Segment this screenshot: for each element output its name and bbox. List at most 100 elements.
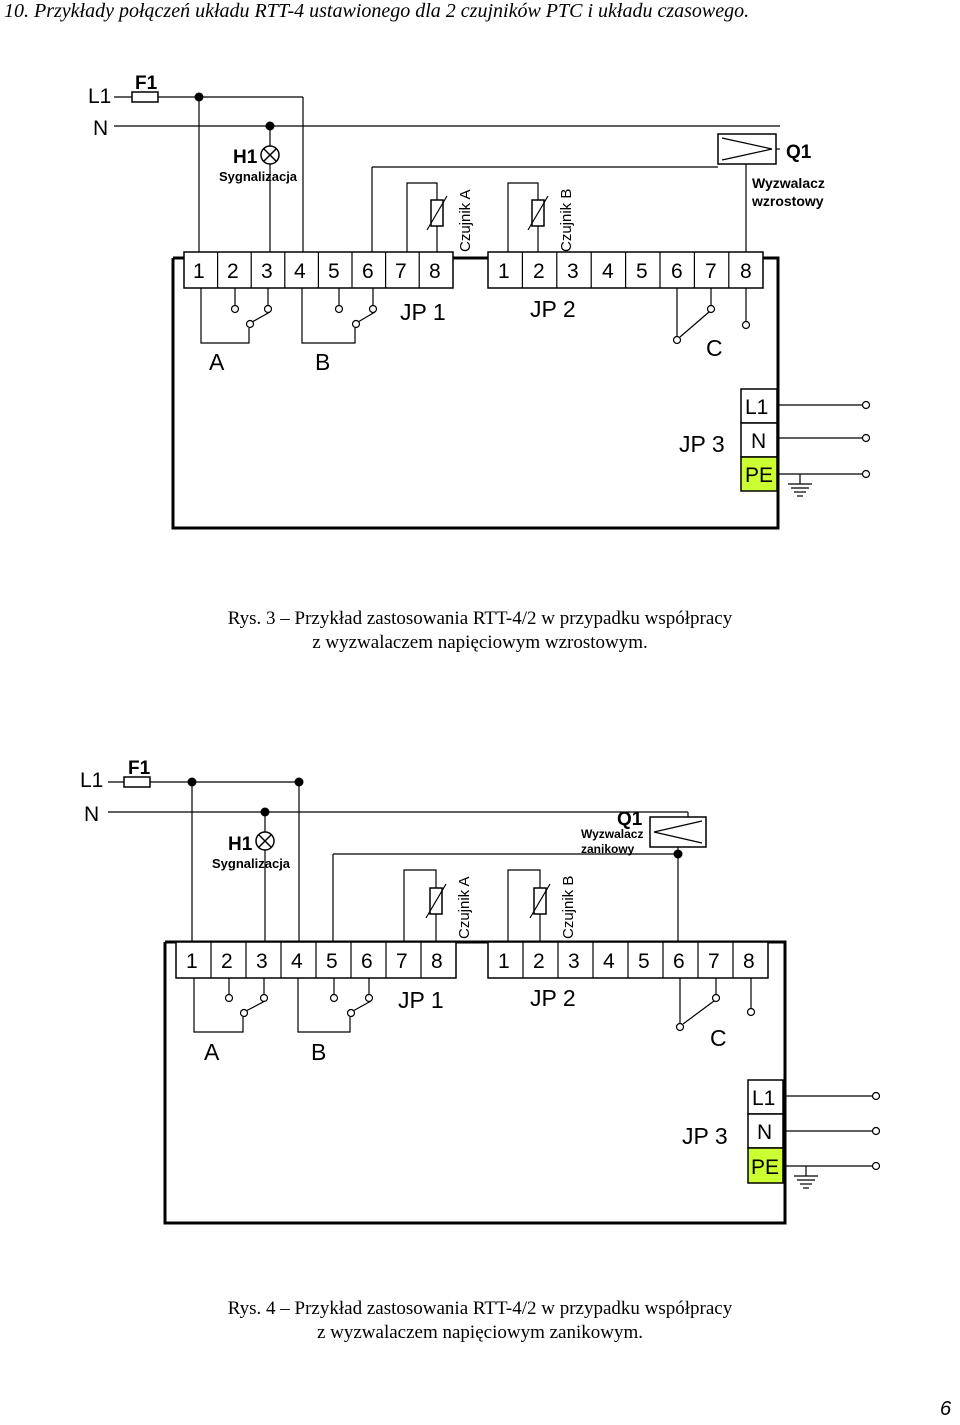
jp2-terminal-5: 5 bbox=[636, 260, 648, 283]
jp1-terminal-6: 6 bbox=[362, 260, 374, 283]
device-enclosure bbox=[171, 256, 780, 530]
caption-2: Rys. 4 – Przykład zastosowania RTT-4/2 w… bbox=[0, 1297, 960, 1345]
relay-c-contact-icon bbox=[672, 288, 751, 345]
jp2-terminal-3: 3 bbox=[568, 950, 580, 973]
jp1-terminal-2: 2 bbox=[221, 950, 233, 973]
q1-sublabel-1: Wyzwalacz bbox=[581, 827, 643, 841]
jp1-terminal-5: 5 bbox=[328, 260, 340, 283]
q1-sublabel-1: Wyzwalacz bbox=[752, 175, 825, 191]
h1-label: H1 bbox=[233, 147, 258, 168]
jp1-terminal-8: 8 bbox=[429, 260, 441, 283]
jp1-terminal-2: 2 bbox=[227, 260, 239, 283]
jp1-terminal-8: 8 bbox=[431, 950, 443, 973]
wiring-diagram-2: L1 N F1 H1 Sygnalizacja Q1 Wyzwalacz zan… bbox=[80, 758, 881, 1225]
supply-terminal-icon bbox=[871, 1126, 881, 1136]
relay-a-label: A bbox=[209, 349, 225, 375]
sensor-a-label: Czujnik A bbox=[457, 189, 474, 252]
jp1-terminal-1: 1 bbox=[186, 950, 198, 973]
fuse-f1-icon bbox=[131, 91, 159, 103]
jp1-terminal-strip: 1 2 3 4 5 6 7 8 bbox=[175, 941, 457, 979]
section-heading: 10. Przykłady połączeń układu RTT-4 usta… bbox=[4, 0, 750, 22]
f1-label: F1 bbox=[128, 758, 151, 779]
q1-label: Q1 bbox=[786, 142, 812, 163]
relay-b-contact-icon bbox=[301, 288, 378, 344]
jp1-terminal-1: 1 bbox=[193, 260, 205, 283]
relay-a-contact-icon bbox=[200, 288, 273, 344]
device-enclosure bbox=[163, 940, 787, 1225]
jp2-terminal-7: 7 bbox=[708, 950, 720, 973]
jp1-terminal-3: 3 bbox=[261, 260, 273, 283]
caption-2-line-2: z wyzwalaczem napięciowym zanikowym. bbox=[316, 1322, 644, 1343]
page-number: 6 bbox=[940, 1398, 952, 1420]
q1-label: Q1 bbox=[617, 809, 643, 830]
jp2-label: JP 2 bbox=[530, 985, 576, 1011]
jp3-terminal-n: N bbox=[757, 1121, 772, 1144]
caption-2-line-1: Rys. 4 – Przykład zastosowania RTT-4/2 w… bbox=[227, 1298, 733, 1319]
relay-a-label: A bbox=[204, 1039, 220, 1065]
n-label: N bbox=[84, 803, 99, 826]
h1-sublabel: Sygnalizacja bbox=[219, 169, 298, 184]
lamp-h1-icon bbox=[255, 831, 275, 851]
relay-b-label: B bbox=[315, 349, 330, 375]
jp1-terminal-3: 3 bbox=[256, 950, 268, 973]
jp2-terminal-7: 7 bbox=[705, 260, 717, 283]
l1-label: L1 bbox=[88, 85, 111, 108]
h1-sublabel: Sygnalizacja bbox=[212, 856, 291, 871]
sensor-b-label: Czujnik B bbox=[558, 189, 575, 252]
jp1-terminal-6: 6 bbox=[361, 950, 373, 973]
caption-1-line-2: z wyzwalaczem napięciowym wzrostowym. bbox=[312, 632, 648, 653]
f1-label: F1 bbox=[135, 73, 158, 94]
supply-terminal-icon bbox=[861, 433, 871, 443]
jp2-terminal-5: 5 bbox=[638, 950, 650, 973]
jp2-terminal-8: 8 bbox=[740, 260, 752, 283]
jp1-terminal-4: 4 bbox=[294, 260, 306, 283]
jp3-terminal-n: N bbox=[751, 430, 766, 453]
jp1-terminal-7: 7 bbox=[395, 260, 407, 283]
ptc-sensor-b-icon bbox=[507, 869, 551, 944]
jp1-label: JP 1 bbox=[400, 299, 446, 325]
jp1-terminal-5: 5 bbox=[326, 950, 338, 973]
jp2-terminal-1: 1 bbox=[498, 950, 510, 973]
jp3-terminal-l1: L1 bbox=[745, 396, 768, 419]
jp2-terminal-3: 3 bbox=[567, 260, 579, 283]
supply-terminal-icon bbox=[861, 400, 871, 410]
jp3-terminal-pe: PE bbox=[745, 464, 773, 487]
jp3-terminal-pe: PE bbox=[751, 1156, 779, 1179]
ground-icon bbox=[794, 1166, 818, 1189]
jp1-terminal-7: 7 bbox=[396, 950, 408, 973]
h1-label: H1 bbox=[228, 834, 253, 855]
jp3-terminal-l1: L1 bbox=[752, 1087, 775, 1110]
jp2-terminal-2: 2 bbox=[533, 260, 545, 283]
jp2-terminal-strip: 1 2 3 4 5 6 7 8 bbox=[487, 941, 769, 979]
sensor-b-label: Czujnik B bbox=[560, 876, 577, 939]
relay-c-label: C bbox=[710, 1025, 727, 1051]
ground-icon bbox=[788, 474, 812, 497]
caption-1-line-1: Rys. 3 – Przykład zastosowania RTT-4/2 w… bbox=[227, 608, 733, 629]
jp2-terminal-6: 6 bbox=[671, 260, 683, 283]
sensor-a-label: Czujnik A bbox=[456, 876, 473, 939]
trip-coil-q1-icon bbox=[717, 133, 777, 165]
ptc-sensor-a-icon bbox=[403, 869, 447, 944]
jp2-terminal-6: 6 bbox=[673, 950, 685, 973]
jp2-label: JP 2 bbox=[530, 296, 576, 322]
jp1-label: JP 1 bbox=[398, 987, 444, 1013]
q1-sublabel-2: wzrostowy bbox=[751, 193, 824, 209]
trip-coil-q1-icon bbox=[649, 816, 707, 848]
l1-label: L1 bbox=[80, 769, 103, 792]
ptc-sensor-a-icon bbox=[406, 182, 448, 258]
n-label: N bbox=[93, 117, 108, 140]
jp2-terminal-strip: 1 2 3 4 5 6 7 8 bbox=[487, 251, 764, 289]
jp2-terminal-2: 2 bbox=[533, 950, 545, 973]
jp3-label: JP 3 bbox=[679, 431, 725, 457]
relay-b-contact-icon bbox=[297, 978, 374, 1033]
relay-c-label: C bbox=[706, 335, 723, 361]
supply-terminal-icon bbox=[861, 469, 871, 479]
ptc-sensor-b-icon bbox=[507, 182, 549, 258]
jp2-terminal-4: 4 bbox=[602, 260, 614, 283]
jp3-label: JP 3 bbox=[682, 1123, 728, 1149]
supply-terminal-icon bbox=[871, 1091, 881, 1101]
q1-sublabel-2: zanikowy bbox=[581, 842, 635, 856]
jp3-terminal-strip: L1 N PE bbox=[747, 1079, 784, 1184]
jp1-terminal-4: 4 bbox=[291, 950, 303, 973]
wiring-diagram-1: L1 N F1 H1 Sygnalizacja Q1 Wyzwalacz wzr… bbox=[88, 73, 871, 530]
